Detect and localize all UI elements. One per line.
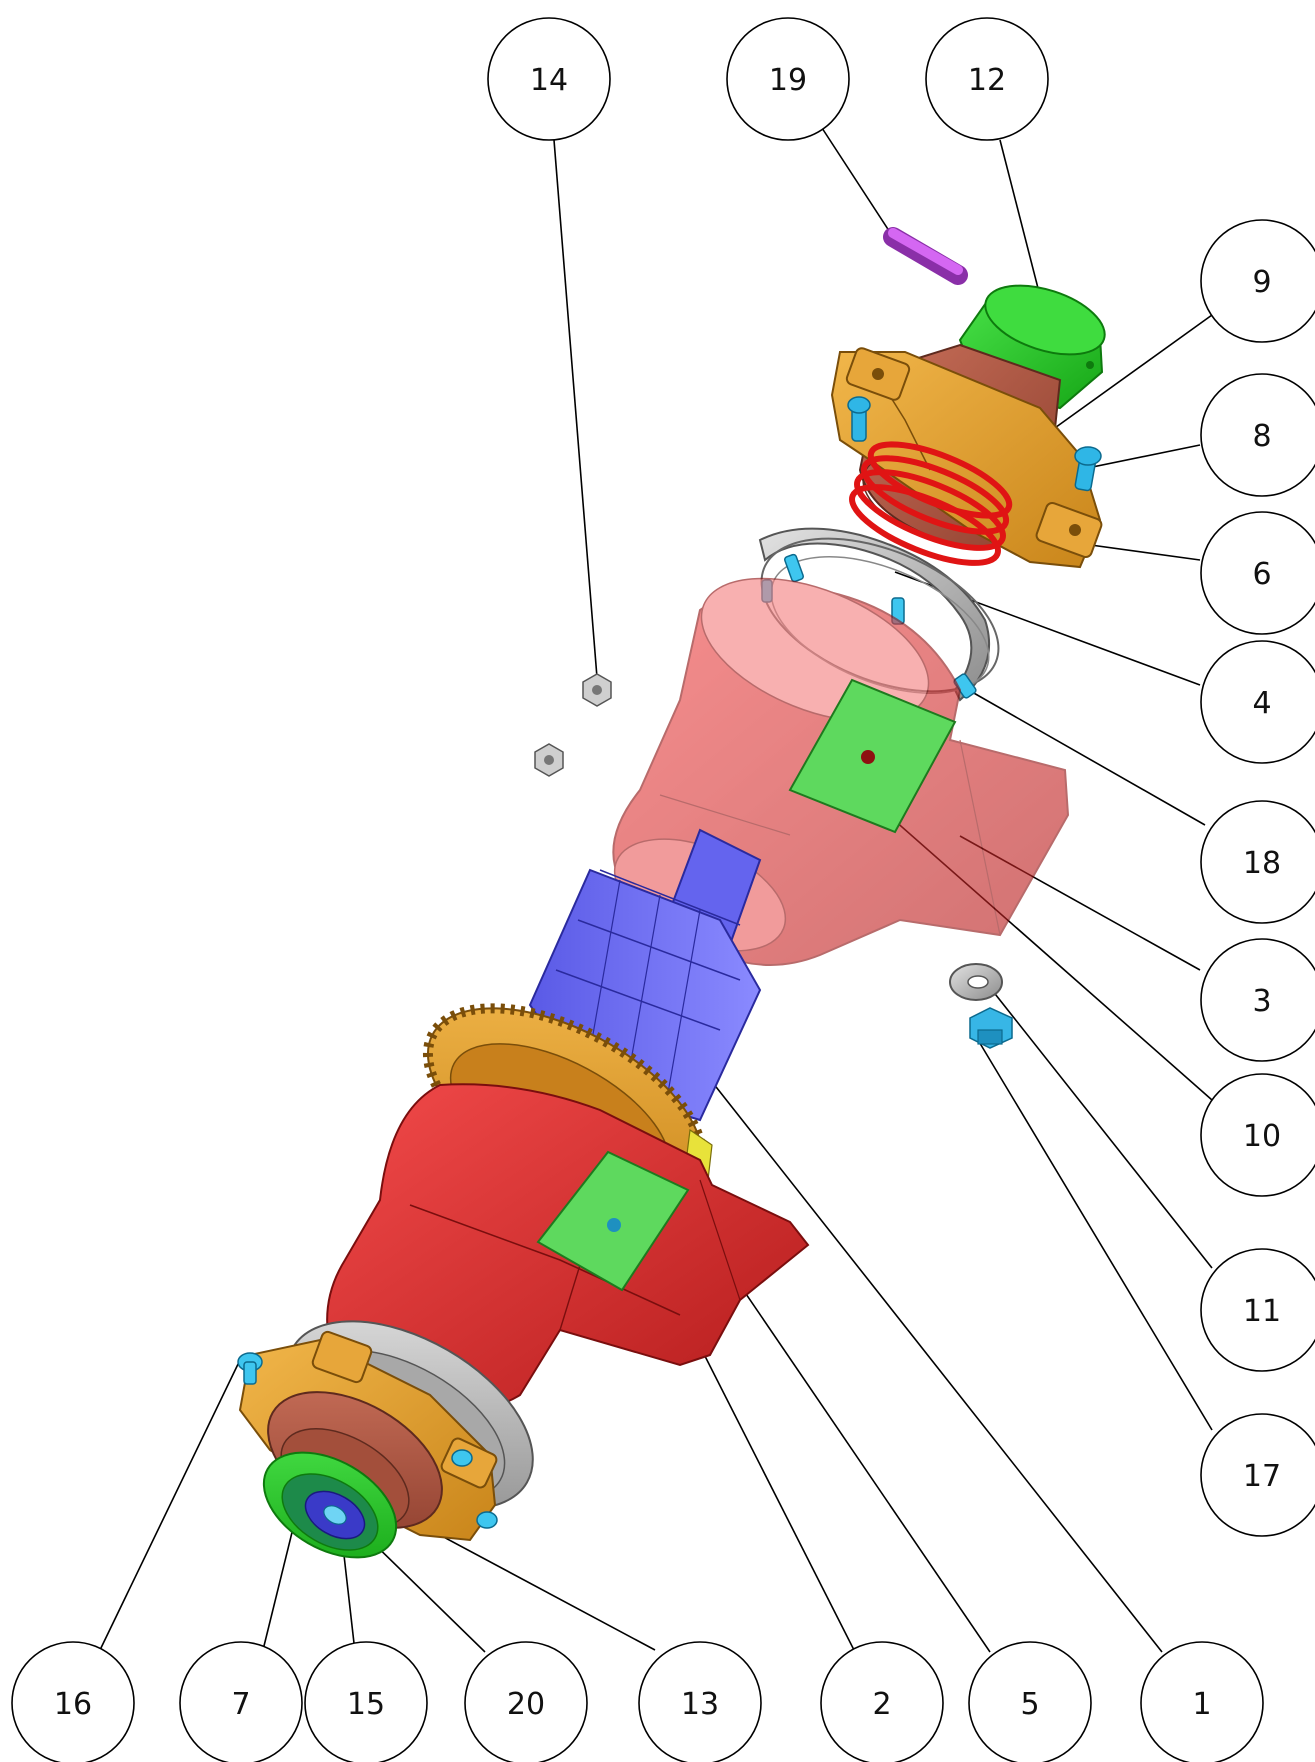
- balloon-14: [487, 17, 611, 141]
- leader-1: [637, 987, 1163, 1653]
- balloon-1: [1140, 1641, 1264, 1762]
- washer-part-11: [949, 963, 1003, 1001]
- balloon-16: [11, 1641, 135, 1762]
- green-plate-part-10: [788, 678, 957, 834]
- leader-19: [821, 127, 896, 241]
- balloon-7: [179, 1641, 303, 1762]
- balloon-label-16: 16: [54, 1687, 92, 1722]
- balloon-label-19: 19: [769, 63, 807, 98]
- balloon-label-15: 15: [347, 1687, 385, 1722]
- balloon-label-5: 5: [1020, 1687, 1039, 1722]
- balloon-label-9: 9: [1252, 265, 1271, 300]
- balloon-10: [1200, 1073, 1315, 1197]
- balloon-2: [820, 1641, 944, 1762]
- balloon-label-13: 13: [681, 1687, 719, 1722]
- balloon-13: [638, 1641, 762, 1762]
- balloon-label-3: 3: [1252, 984, 1271, 1019]
- leader-9: [1051, 314, 1213, 431]
- balloon-labels: 14 19 12 9 8 6 4 18 3 10 11 17 16 7 15 2…: [54, 63, 1281, 1722]
- balloon-6: [1200, 511, 1315, 635]
- balloon-label-6: 6: [1252, 557, 1271, 592]
- balloon-label-2: 2: [872, 1687, 891, 1722]
- leader-18: [964, 687, 1206, 826]
- balloon-label-11: 11: [1243, 1294, 1281, 1329]
- balloon-label-17: 17: [1243, 1459, 1281, 1494]
- leader-17: [974, 1034, 1213, 1431]
- balloon-label-14: 14: [530, 63, 568, 98]
- clamp-bolts-lower-part-16: [237, 1352, 498, 1529]
- leader-16: [99, 1359, 241, 1651]
- balloon-label-1: 1: [1192, 1687, 1211, 1722]
- balloon-label-20: 20: [507, 1687, 545, 1722]
- pin-part-19: [883, 227, 968, 285]
- balloon-9: [1200, 219, 1315, 343]
- green-plate-lower: [536, 1150, 690, 1292]
- leader-14: [553, 139, 599, 691]
- balloon-12: [925, 17, 1049, 141]
- balloon-5: [968, 1641, 1092, 1762]
- balloon-15: [304, 1641, 428, 1762]
- balloon-label-10: 10: [1243, 1119, 1281, 1154]
- nuts-part-14: [534, 673, 612, 777]
- balloon-4: [1200, 640, 1315, 764]
- balloon-17: [1200, 1413, 1315, 1537]
- balloon-18: [1200, 800, 1315, 924]
- balloon-label-12: 12: [968, 63, 1006, 98]
- balloon-11: [1200, 1248, 1315, 1372]
- assembly-parts: [237, 227, 1106, 1559]
- balloon-3: [1200, 938, 1315, 1062]
- bolt-part-17: [969, 1007, 1013, 1049]
- part-balloons: [11, 17, 1315, 1762]
- spring-part-6: [849, 441, 1013, 566]
- balloon-label-8: 8: [1252, 419, 1271, 454]
- leader-11: [987, 984, 1213, 1269]
- clamp-bolts-top: [847, 396, 1102, 492]
- balloon-8: [1200, 373, 1315, 497]
- balloon-label-18: 18: [1243, 846, 1281, 881]
- center-nut-part-15: [304, 1490, 366, 1540]
- balloon-19: [726, 17, 850, 141]
- balloon-label-4: 4: [1252, 686, 1271, 721]
- balloon-label-7: 7: [231, 1687, 250, 1722]
- balloon-20: [464, 1641, 588, 1762]
